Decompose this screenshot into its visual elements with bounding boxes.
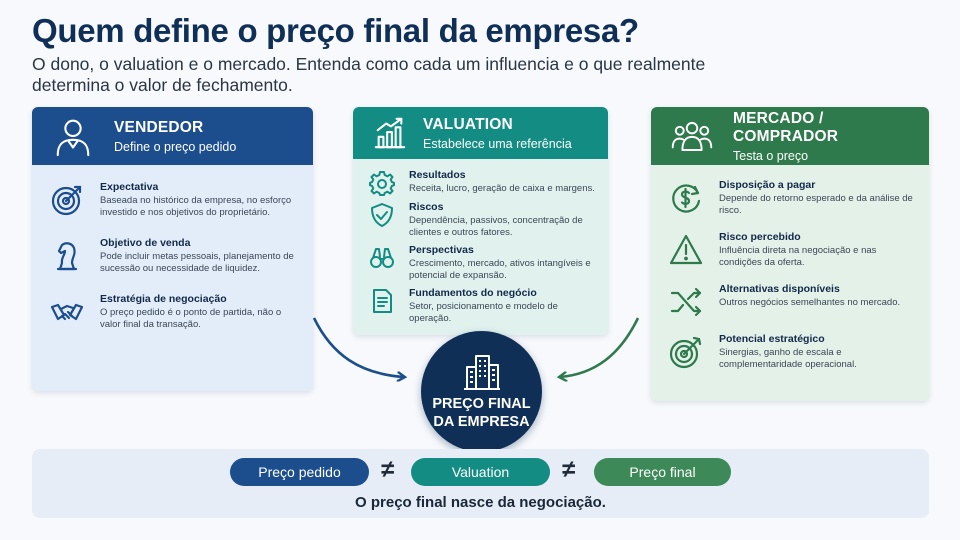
chess-knight-icon <box>56 242 78 271</box>
asked-price-pill: Preço pedido <box>230 458 369 486</box>
valuation-pill: Valuation <box>411 458 550 486</box>
gear-icon <box>369 171 395 196</box>
item-title: Fundamentos do negócio <box>409 287 537 299</box>
market-title: MERCADO / COMPRADOR <box>733 109 839 145</box>
list-item: Objetivo de venda Pode incluir metas pes… <box>50 237 299 275</box>
not-equal-sign: ≠ <box>562 456 576 483</box>
market-card-header: MERCADO / COMPRADOR Testa o preço <box>651 107 929 165</box>
item-title: Perspectivas <box>409 244 474 256</box>
seller-title: VENDEDOR <box>114 118 204 136</box>
final-price-circle: PREÇO FINAL DA EMPRESA <box>421 331 542 452</box>
seller-card-header: VENDEDOR Define o preço pedido <box>32 107 313 165</box>
dollar-cycle-icon <box>672 184 701 213</box>
item-title: Resultados <box>409 169 466 181</box>
item-title: Disposição a pagar <box>719 179 816 191</box>
list-item: Expectativa Baseada no histórico da empr… <box>50 181 299 219</box>
target-arrow-icon <box>669 336 702 369</box>
list-item: Estratégia de negociação O preço pedido … <box>50 293 299 331</box>
warning-icon <box>669 234 703 265</box>
handshake-icon <box>50 303 84 321</box>
seller-subtitle: Define o preço pedido <box>114 139 237 154</box>
page-title: Quem define o preço final da empresa? <box>32 12 639 49</box>
item-text: O preço pedido é o ponto de partida, não… <box>100 307 282 330</box>
final-price-pill: Preço final <box>594 458 731 486</box>
list-item: Perspectivas Crescimento, mercado, ativo… <box>369 244 598 282</box>
target-icon <box>51 185 82 216</box>
list-item: Riscos Dependência, passivos, concentraç… <box>369 201 598 239</box>
shuffle-icon <box>670 287 702 317</box>
item-title: Risco percebido <box>719 231 801 243</box>
list-item: Risco percebido Influência direta na neg… <box>669 231 915 269</box>
item-text: Setor, posicionamento e modelo de operaç… <box>409 301 558 324</box>
item-title: Expectativa <box>100 181 159 193</box>
growth-chart-icon <box>374 117 406 149</box>
final-price-label: PREÇO FINAL DA EMPRESA <box>432 395 531 430</box>
item-text: Dependência, passivos, concentração de c… <box>409 215 583 238</box>
valuation-title: VALUATION <box>423 115 513 133</box>
item-text: Influência direta na negociação e nas co… <box>719 245 877 268</box>
list-item: Potencial estratégico Sinergias, ganho d… <box>669 333 915 371</box>
item-text: Pode incluir metas pessoais, planejament… <box>100 251 294 274</box>
list-item: Fundamentos do negócio Setor, posicionam… <box>369 287 598 325</box>
document-icon <box>373 289 392 313</box>
item-title: Potencial estratégico <box>719 333 825 345</box>
valuation-card: VALUATION Estabelece uma referência Resu… <box>353 107 608 335</box>
item-text: Sinergias, ganho de escala e complementa… <box>719 347 857 370</box>
valuation-subtitle: Estabelece uma referência <box>423 136 572 151</box>
item-text: Receita, lucro, geração de caixa e marge… <box>409 183 595 194</box>
building-icon <box>463 354 500 390</box>
market-card: MERCADO / COMPRADOR Testa o preço Dispos… <box>651 107 929 401</box>
valuation-card-header: VALUATION Estabelece uma referência <box>353 107 608 159</box>
page-subtitle: O dono, o valuation e o mercado. Entenda… <box>32 54 706 95</box>
list-item: Disposição a pagar Depende do retorno es… <box>669 179 915 217</box>
list-item: Alternativas disponíveis Outros negócios… <box>669 283 915 319</box>
item-text: Depende do retorno esperado e da análise… <box>719 193 913 216</box>
people-group-icon <box>671 121 713 151</box>
item-text: Baseada no histórico da empresa, no esfo… <box>100 195 292 218</box>
item-title: Riscos <box>409 201 444 213</box>
market-subtitle: Testa o preço <box>733 148 809 163</box>
item-title: Alternativas disponíveis <box>719 283 840 295</box>
seller-card: VENDEDOR Define o preço pedido Expectati… <box>32 107 313 391</box>
not-equal-sign: ≠ <box>381 456 395 483</box>
item-text: Outros negócios semelhantes no mercado. <box>719 297 901 308</box>
person-icon <box>56 119 90 157</box>
shield-icon <box>371 203 393 227</box>
item-text: Crescimento, mercado, ativos intangíveis… <box>409 258 591 281</box>
conclusion-text: O preço final nasce da negociação. <box>355 494 606 511</box>
binoculars-icon <box>370 248 394 268</box>
item-title: Objetivo de venda <box>100 237 191 249</box>
item-title: Estratégia de negociação <box>100 293 227 305</box>
list-item: Resultados Receita, lucro, geração de ca… <box>369 169 598 196</box>
